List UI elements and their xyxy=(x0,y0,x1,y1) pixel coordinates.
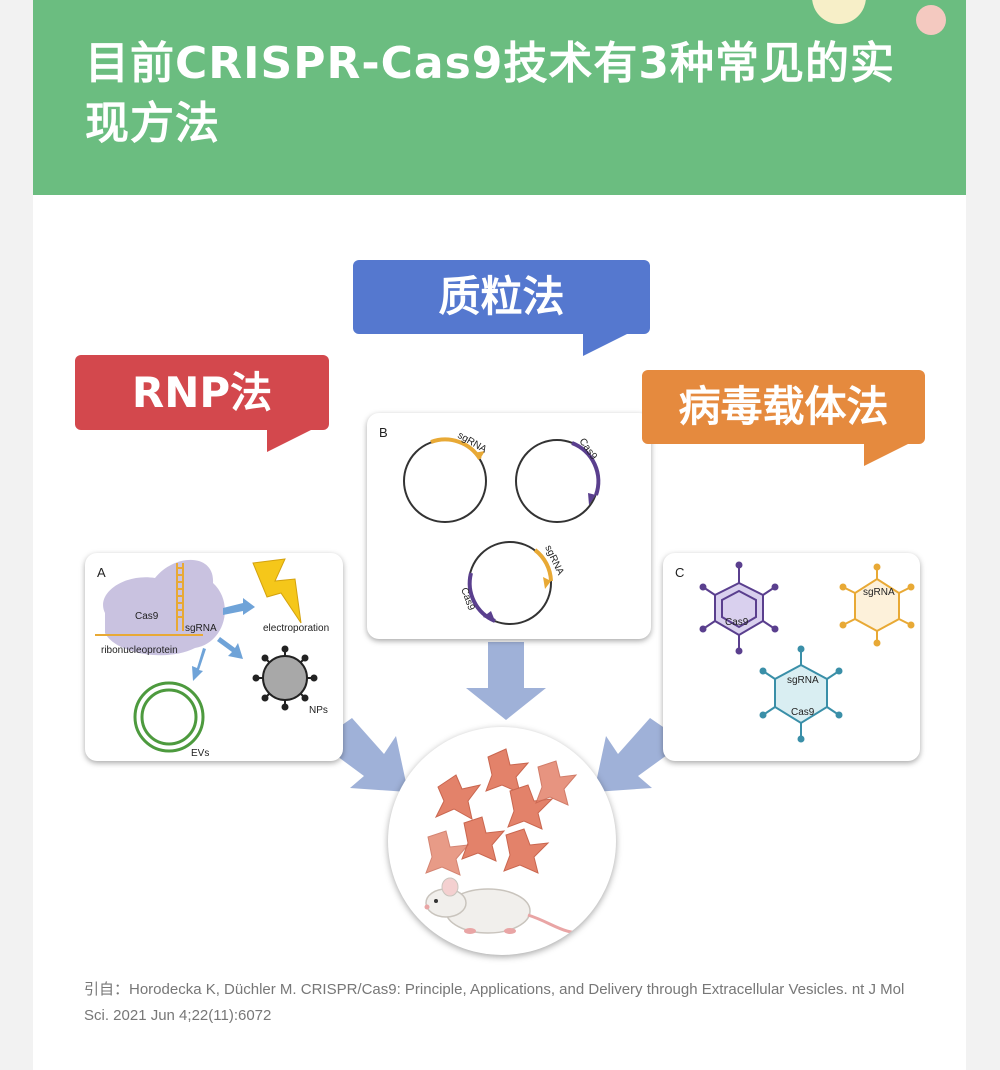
bubble-tail xyxy=(864,444,908,466)
bubble-tail xyxy=(267,430,311,452)
rnp-method-label: RNP法 xyxy=(131,368,273,417)
virus-cas9 xyxy=(702,565,776,651)
virus-sgrna xyxy=(842,567,912,643)
bubble-tail xyxy=(583,334,627,356)
sgrna-label: sgRNA xyxy=(863,587,895,598)
mouse-icon xyxy=(424,877,589,935)
nps-label: NPs xyxy=(309,705,328,716)
rnp-label: ribonucleoprotein xyxy=(101,645,178,656)
plasmid-method-bubble: 质粒法 xyxy=(353,260,650,356)
cas9-label: Cas9 xyxy=(791,707,815,718)
blue-arrow xyxy=(192,648,206,681)
cell-icon xyxy=(461,816,506,862)
sgrna-label: sgRNA xyxy=(787,675,819,686)
rnp-method-bubble: RNP法 xyxy=(75,355,329,452)
viral-method-label: 病毒载体法 xyxy=(678,382,889,431)
rnp-illustration: Cas9 sgRNA ribonucleoprotein electropora… xyxy=(95,558,329,759)
panel-label: C xyxy=(675,565,685,580)
panel-rnp: A Cas9 sgRNA ribonucleoprotein electropo… xyxy=(85,553,343,761)
plasmid-illustration: sgRNA Cas9 sgRNA Cas9 xyxy=(403,430,601,625)
blue-arrow xyxy=(217,637,243,659)
cas9-label: Cas9 xyxy=(135,611,159,622)
citation: 引自：Horodecka K, Düchler M. CRISPR/Cas9: … xyxy=(84,981,905,1024)
panel-label: B xyxy=(379,425,388,440)
virus-combined xyxy=(762,649,840,739)
target-cells-and-mouse xyxy=(388,727,616,955)
arrow-c xyxy=(594,718,685,792)
header-banner: 目前CRISPR-Cas9技术有3种常见的实现方法 xyxy=(33,0,966,195)
cas9-label: Cas9 xyxy=(725,617,749,628)
panel-label: A xyxy=(97,565,106,580)
ev-icon xyxy=(133,681,205,753)
panel-plasmid: B sgRNA Cas9 sgRNA Cas9 xyxy=(367,413,651,639)
blue-arrow xyxy=(223,598,255,615)
cell-icon xyxy=(503,828,550,874)
virus-illustration: Cas9 sgRNA sgRNA Cas9 xyxy=(699,561,915,743)
plasmid-method-label: 质粒法 xyxy=(438,272,565,321)
cas9-protein xyxy=(103,559,225,656)
arrow-b xyxy=(466,642,546,720)
page-title: 目前CRISPR-Cas9技术有3种常见的实现方法 xyxy=(85,38,896,149)
cas9-label: Cas9 xyxy=(458,586,476,612)
electroporation-label: electroporation xyxy=(263,623,329,634)
cells-mouse-illustration xyxy=(424,748,589,935)
decor-dot xyxy=(916,5,946,35)
cell-icon xyxy=(507,784,554,830)
lightning-icon xyxy=(252,558,302,624)
cell-icon xyxy=(485,748,530,794)
cell-icon xyxy=(535,760,578,806)
evs-label: EVs xyxy=(191,748,209,759)
cell-icon xyxy=(425,830,470,876)
viral-method-bubble: 病毒载体法 xyxy=(642,370,925,466)
cell-icon xyxy=(434,774,482,820)
sgrna-label: sgRNA xyxy=(185,623,217,634)
panel-viral-vector: C Cas9 sgRNA xyxy=(663,553,920,761)
